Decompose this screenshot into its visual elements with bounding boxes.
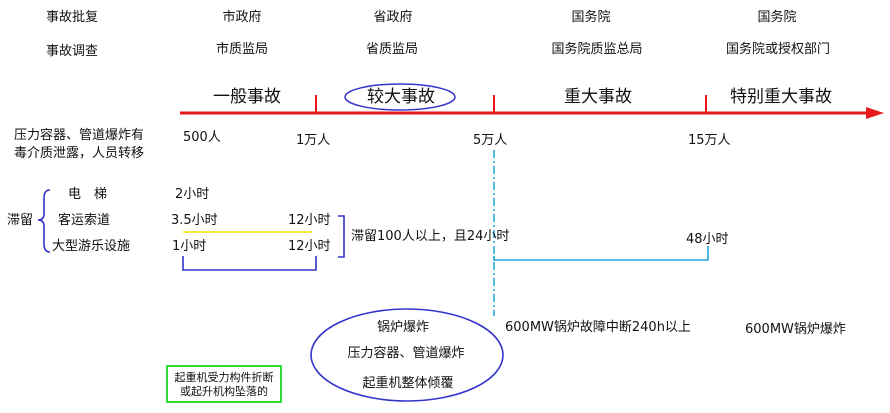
amusement-from: 1小时 <box>172 239 207 254</box>
threshold-500: 500人 <box>183 130 221 145</box>
stranded-brace <box>37 189 51 253</box>
stranded-label: 滞留 <box>7 213 34 228</box>
threshold-150k: 15万人 <box>688 133 731 148</box>
severity-axis-arrowhead <box>866 107 884 119</box>
hours-bracket <box>338 215 345 258</box>
major-boiler-condition: 600MW锅炉故障中断240h以上 <box>505 320 691 335</box>
extra-stranded-hours: 48小时 <box>686 232 729 247</box>
ropeway-label: 客运索道 <box>58 213 111 228</box>
elevator-hours: 2小时 <box>175 187 210 202</box>
amusement-to: 12小时 <box>288 239 331 254</box>
crane-note-box: 起重机受力构件折断 或起升机构坠落的 <box>166 365 282 403</box>
elevator-label: 电 梯 <box>68 187 108 202</box>
level-general: 一般事故 <box>213 87 281 107</box>
ellipse-boiler: 锅炉爆炸 <box>376 320 430 335</box>
hours-24-48-bracket <box>493 246 709 261</box>
level-major: 重大事故 <box>564 87 632 107</box>
crane-note-line1: 起重机受力构件折断 <box>174 371 274 384</box>
ropeway-to: 12小时 <box>288 213 331 228</box>
approval-general: 市政府 <box>222 10 262 25</box>
approval-label: 事故批复 <box>46 10 99 25</box>
ellipse-pressure: 压力容器、管道爆炸 <box>347 346 465 361</box>
approval-larger: 省政府 <box>373 10 413 25</box>
pressure-label-line2: 毒介质泄露，人员转移 <box>14 146 145 161</box>
level-larger: 较大事故 <box>367 87 435 107</box>
amusement-range-bracket <box>182 256 317 271</box>
pressure-label-line1: 压力容器、管道爆炸有 <box>14 128 145 143</box>
equipment-ellipse <box>310 308 504 402</box>
investigation-label: 事故调查 <box>46 44 99 59</box>
highlight-ellipse <box>344 83 456 111</box>
investigation-general: 市质监局 <box>215 42 269 57</box>
ellipse-crane: 起重机整体倾覆 <box>362 376 454 391</box>
extra-boiler-condition: 600MW锅炉爆炸 <box>745 322 846 337</box>
amusement-label: 大型游乐设施 <box>52 239 131 254</box>
approval-extra: 国务院 <box>757 10 797 25</box>
investigation-major: 国务院质监总局 <box>551 42 643 57</box>
investigation-larger: 省质监局 <box>365 42 419 57</box>
crane-note-line2: 或起升机构坠落的 <box>180 385 268 398</box>
investigation-extra: 国务院或授权部门 <box>725 42 831 57</box>
threshold-10k: 1万人 <box>296 133 331 148</box>
level-extra: 特别重大事故 <box>730 87 832 107</box>
major-stranded-condition: 滞留100人以上，且24小时 <box>351 229 510 244</box>
threshold-50k: 5万人 <box>473 133 508 148</box>
ropeway-from: 3.5小时 <box>171 213 218 228</box>
approval-major: 国务院 <box>571 10 611 25</box>
